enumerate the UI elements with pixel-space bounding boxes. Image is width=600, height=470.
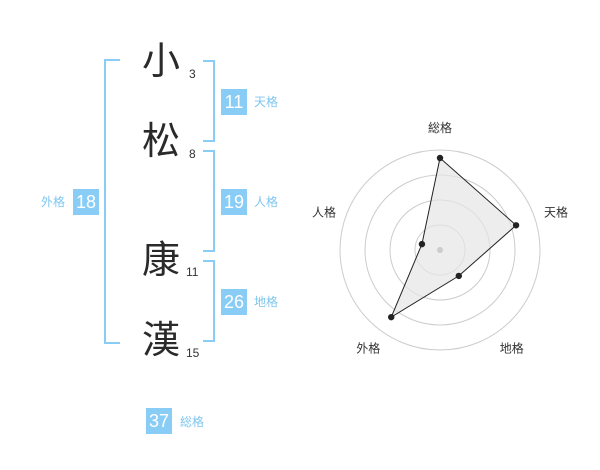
radar-point-4 <box>388 313 395 321</box>
tenkaku-label: 天格 <box>254 95 279 109</box>
gaikaku-label: 外格 <box>41 195 66 209</box>
tenkaku-badge: 11 <box>221 89 247 115</box>
radar-axis-label-1: 総格 <box>428 120 452 135</box>
radar-point-2 <box>512 222 520 229</box>
radar-point-3 <box>455 272 463 280</box>
stroke-count-3: 11 <box>186 265 199 279</box>
jinkaku-bracket <box>203 150 215 252</box>
gaikaku-badge: 18 <box>73 189 99 215</box>
chikaku-bracket <box>203 260 215 342</box>
name-char-2: 松 <box>142 119 181 163</box>
name-char-3: 康 <box>142 238 181 282</box>
radar-ring-4 <box>339 149 541 351</box>
stroke-count-2: 8 <box>189 147 196 161</box>
radar-axis-label-4: 外格 <box>356 341 380 356</box>
radar-center <box>437 247 443 253</box>
jinkaku-label: 人格 <box>254 195 279 209</box>
name-char-1: 小 <box>142 39 181 83</box>
jinkaku-badge: 19 <box>221 189 247 215</box>
radar-axis-label-3: 地格 <box>500 341 524 356</box>
radar-point-1 <box>436 154 444 162</box>
gaikaku-bracket <box>104 59 120 344</box>
soukaku-label: 総格 <box>180 415 205 429</box>
soukaku-badge: 37 <box>146 408 172 434</box>
chikaku-badge: 26 <box>221 289 247 315</box>
radar-point-5 <box>418 240 426 248</box>
tenkaku-bracket <box>203 60 215 142</box>
radar-axis-label-2: 天格 <box>544 204 568 219</box>
chikaku-label: 地格 <box>254 295 279 309</box>
radar-area <box>390 157 517 319</box>
radar-axis-label-5: 人格 <box>312 204 336 219</box>
stroke-count-1: 3 <box>189 67 196 81</box>
name-char-4: 漢 <box>142 318 181 362</box>
stroke-count-4: 15 <box>186 346 200 360</box>
